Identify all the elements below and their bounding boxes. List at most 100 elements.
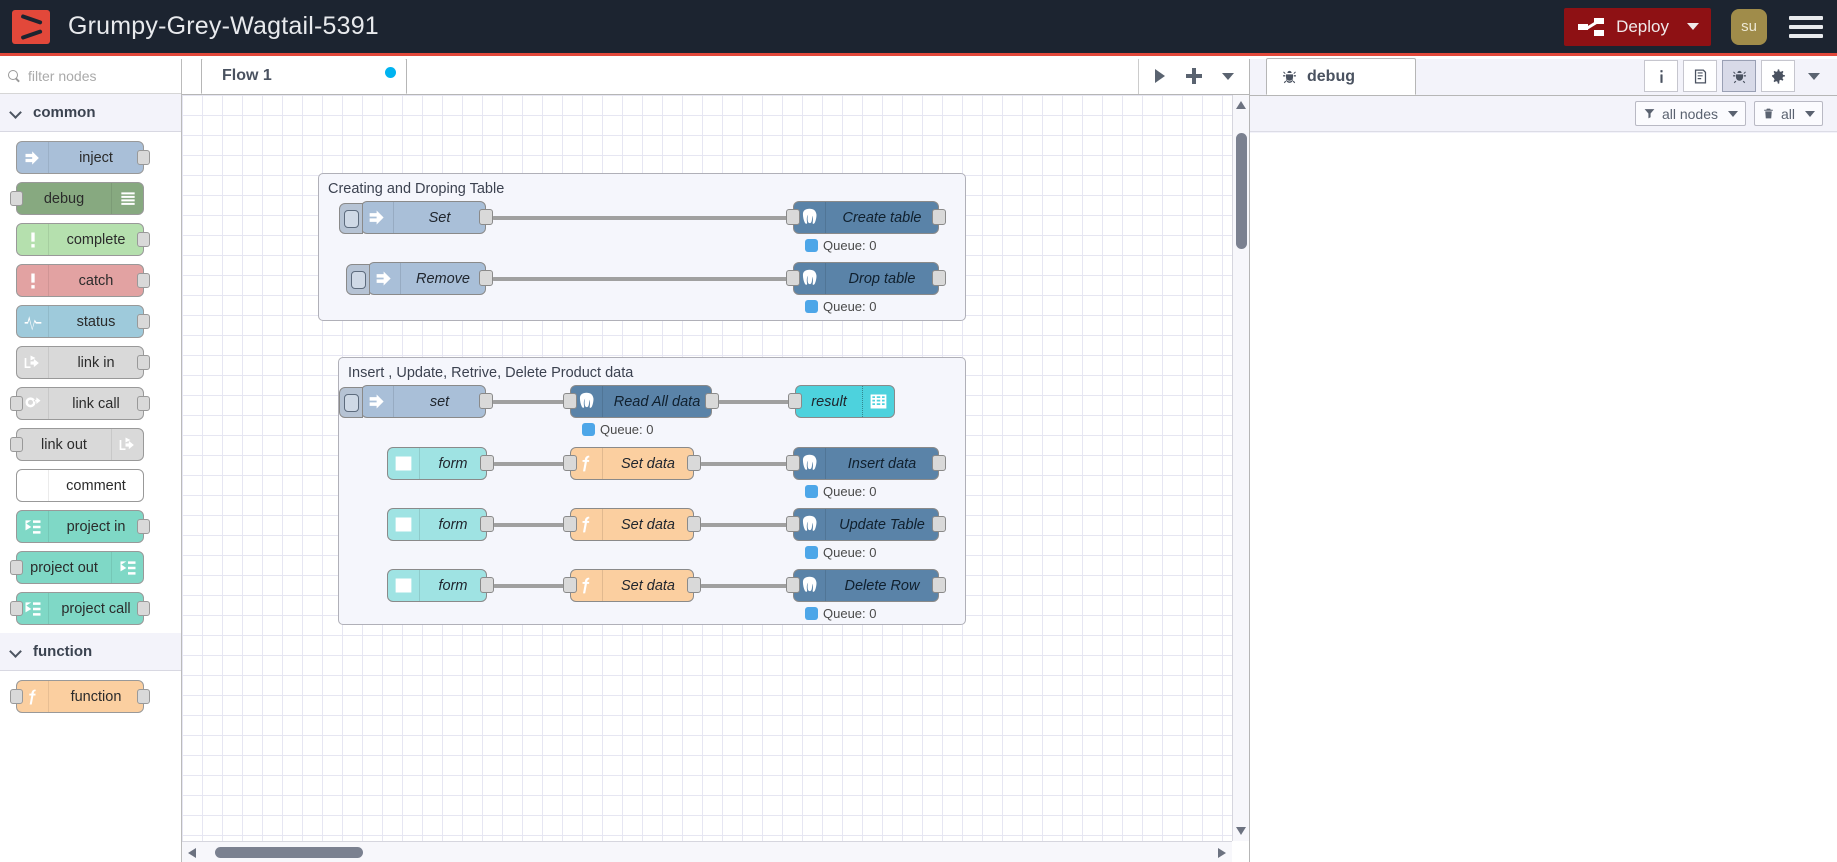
- vertical-scroll-thumb[interactable]: [1236, 133, 1247, 249]
- node-output-port[interactable]: [480, 516, 494, 532]
- flow-node-delete-row[interactable]: Delete Row: [786, 569, 946, 602]
- palette-category-common[interactable]: common: [0, 94, 181, 132]
- flow-wire[interactable]: [700, 462, 790, 466]
- palette-node-debug[interactable]: debug: [10, 182, 144, 215]
- node-input-port[interactable]: [10, 191, 23, 206]
- node-input-port[interactable]: [786, 209, 800, 225]
- palette-node-project-out[interactable]: project out: [10, 551, 144, 584]
- flow-wire[interactable]: [492, 216, 789, 220]
- node-input-port[interactable]: [786, 270, 800, 286]
- flow-node-form[interactable]: form: [387, 508, 494, 541]
- flow-wire[interactable]: [493, 523, 565, 527]
- palette-category-function[interactable]: function: [0, 633, 181, 671]
- inject-trigger-button[interactable]: [339, 387, 363, 418]
- sidebar-debug-button[interactable]: [1722, 60, 1756, 92]
- node-output-port[interactable]: [932, 455, 946, 471]
- flow-wire[interactable]: [492, 400, 565, 404]
- flow-node-create-table[interactable]: Create table: [786, 201, 946, 234]
- node-input-port[interactable]: [563, 516, 577, 532]
- inject-trigger-button[interactable]: [346, 264, 370, 295]
- canvas-vertical-scrollbar[interactable]: [1232, 95, 1249, 841]
- flow-node-form[interactable]: form: [387, 569, 494, 602]
- node-input-port[interactable]: [10, 601, 23, 616]
- node-output-port[interactable]: [932, 577, 946, 593]
- tab-debug[interactable]: debug: [1266, 58, 1416, 95]
- node-output-port[interactable]: [479, 209, 493, 225]
- flow-wire[interactable]: [493, 462, 565, 466]
- node-input-port[interactable]: [786, 577, 800, 593]
- deploy-button[interactable]: Deploy: [1564, 7, 1711, 46]
- node-output-port[interactable]: [137, 355, 150, 370]
- flow-node-set[interactable]: set: [339, 385, 493, 418]
- node-output-port[interactable]: [479, 270, 493, 286]
- flow-node-read-all-data[interactable]: Read All data: [563, 385, 719, 418]
- inject-trigger-button[interactable]: [339, 203, 363, 234]
- node-input-port[interactable]: [563, 393, 577, 409]
- node-output-port[interactable]: [137, 273, 150, 288]
- deploy-chevron-down-icon[interactable]: [1687, 23, 1699, 30]
- node-input-port[interactable]: [10, 437, 23, 452]
- flow-node-insert-data[interactable]: Insert data: [786, 447, 946, 480]
- palette-node-link-out[interactable]: link out: [10, 428, 144, 461]
- flow-wire[interactable]: [700, 523, 790, 527]
- flow-node-remove[interactable]: Remove: [346, 262, 493, 295]
- flow-wire[interactable]: [493, 584, 565, 588]
- run-flow-button[interactable]: [1143, 59, 1177, 93]
- node-output-port[interactable]: [932, 209, 946, 225]
- node-output-port[interactable]: [932, 270, 946, 286]
- node-output-port[interactable]: [687, 577, 701, 593]
- debug-message-list[interactable]: [1250, 133, 1837, 862]
- palette-node-project-call[interactable]: project call: [10, 592, 150, 625]
- palette-node-link-call[interactable]: link call: [10, 387, 150, 420]
- palette-node-complete[interactable]: complete: [16, 223, 150, 256]
- node-output-port[interactable]: [137, 519, 150, 534]
- flow-node-form[interactable]: form: [387, 447, 494, 480]
- scroll-up-icon[interactable]: [1236, 101, 1246, 109]
- avatar[interactable]: su: [1731, 8, 1767, 45]
- node-input-port[interactable]: [786, 455, 800, 471]
- palette-node-status[interactable]: status: [16, 305, 150, 338]
- sidebar-more-button[interactable]: [1797, 59, 1831, 93]
- palette-node-function[interactable]: function: [10, 680, 150, 713]
- flow-node-set-data[interactable]: Set data: [563, 447, 701, 480]
- node-output-port[interactable]: [137, 601, 150, 616]
- canvas-horizontal-scrollbar[interactable]: [182, 841, 1232, 862]
- node-output-port[interactable]: [932, 516, 946, 532]
- flow-menu-button[interactable]: [1211, 59, 1245, 93]
- sidebar-config-button[interactable]: [1761, 60, 1795, 92]
- palette-node-inject[interactable]: inject: [16, 141, 150, 174]
- scroll-left-icon[interactable]: [188, 848, 196, 858]
- search-input[interactable]: [28, 68, 158, 84]
- node-output-port[interactable]: [137, 314, 150, 329]
- node-input-port[interactable]: [563, 455, 577, 471]
- node-output-port[interactable]: [480, 455, 494, 471]
- node-input-port[interactable]: [10, 396, 23, 411]
- flow-node-set-data[interactable]: Set data: [563, 508, 701, 541]
- sidebar-help-button[interactable]: [1683, 60, 1717, 92]
- debug-clear-button[interactable]: all: [1753, 101, 1823, 126]
- palette-node-catch[interactable]: catch: [16, 264, 150, 297]
- node-output-port[interactable]: [687, 455, 701, 471]
- horizontal-scroll-thumb[interactable]: [215, 847, 363, 858]
- flow-node-set-data[interactable]: Set data: [563, 569, 701, 602]
- flow-node-result[interactable]: result: [788, 385, 895, 418]
- node-input-port[interactable]: [563, 577, 577, 593]
- scroll-right-icon[interactable]: [1218, 848, 1226, 858]
- flow-node-update-table[interactable]: Update Table: [786, 508, 946, 541]
- node-output-port[interactable]: [479, 393, 493, 409]
- node-output-port[interactable]: [137, 396, 150, 411]
- scroll-down-icon[interactable]: [1236, 827, 1246, 835]
- add-flow-button[interactable]: [1177, 59, 1211, 93]
- node-input-port[interactable]: [788, 393, 802, 409]
- node-output-port[interactable]: [705, 393, 719, 409]
- flow-wire[interactable]: [718, 400, 790, 404]
- flow-node-drop-table[interactable]: Drop table: [786, 262, 946, 295]
- node-output-port[interactable]: [137, 232, 150, 247]
- flow-group[interactable]: Creating and Droping Table: [318, 173, 966, 321]
- node-input-port[interactable]: [10, 689, 23, 704]
- palette-node-project-in[interactable]: project in: [16, 510, 150, 543]
- hamburger-menu-icon[interactable]: [1789, 12, 1823, 42]
- palette-node-link-in[interactable]: link in: [16, 346, 150, 379]
- flow-wire[interactable]: [700, 584, 790, 588]
- flow-node-set[interactable]: Set: [339, 201, 493, 234]
